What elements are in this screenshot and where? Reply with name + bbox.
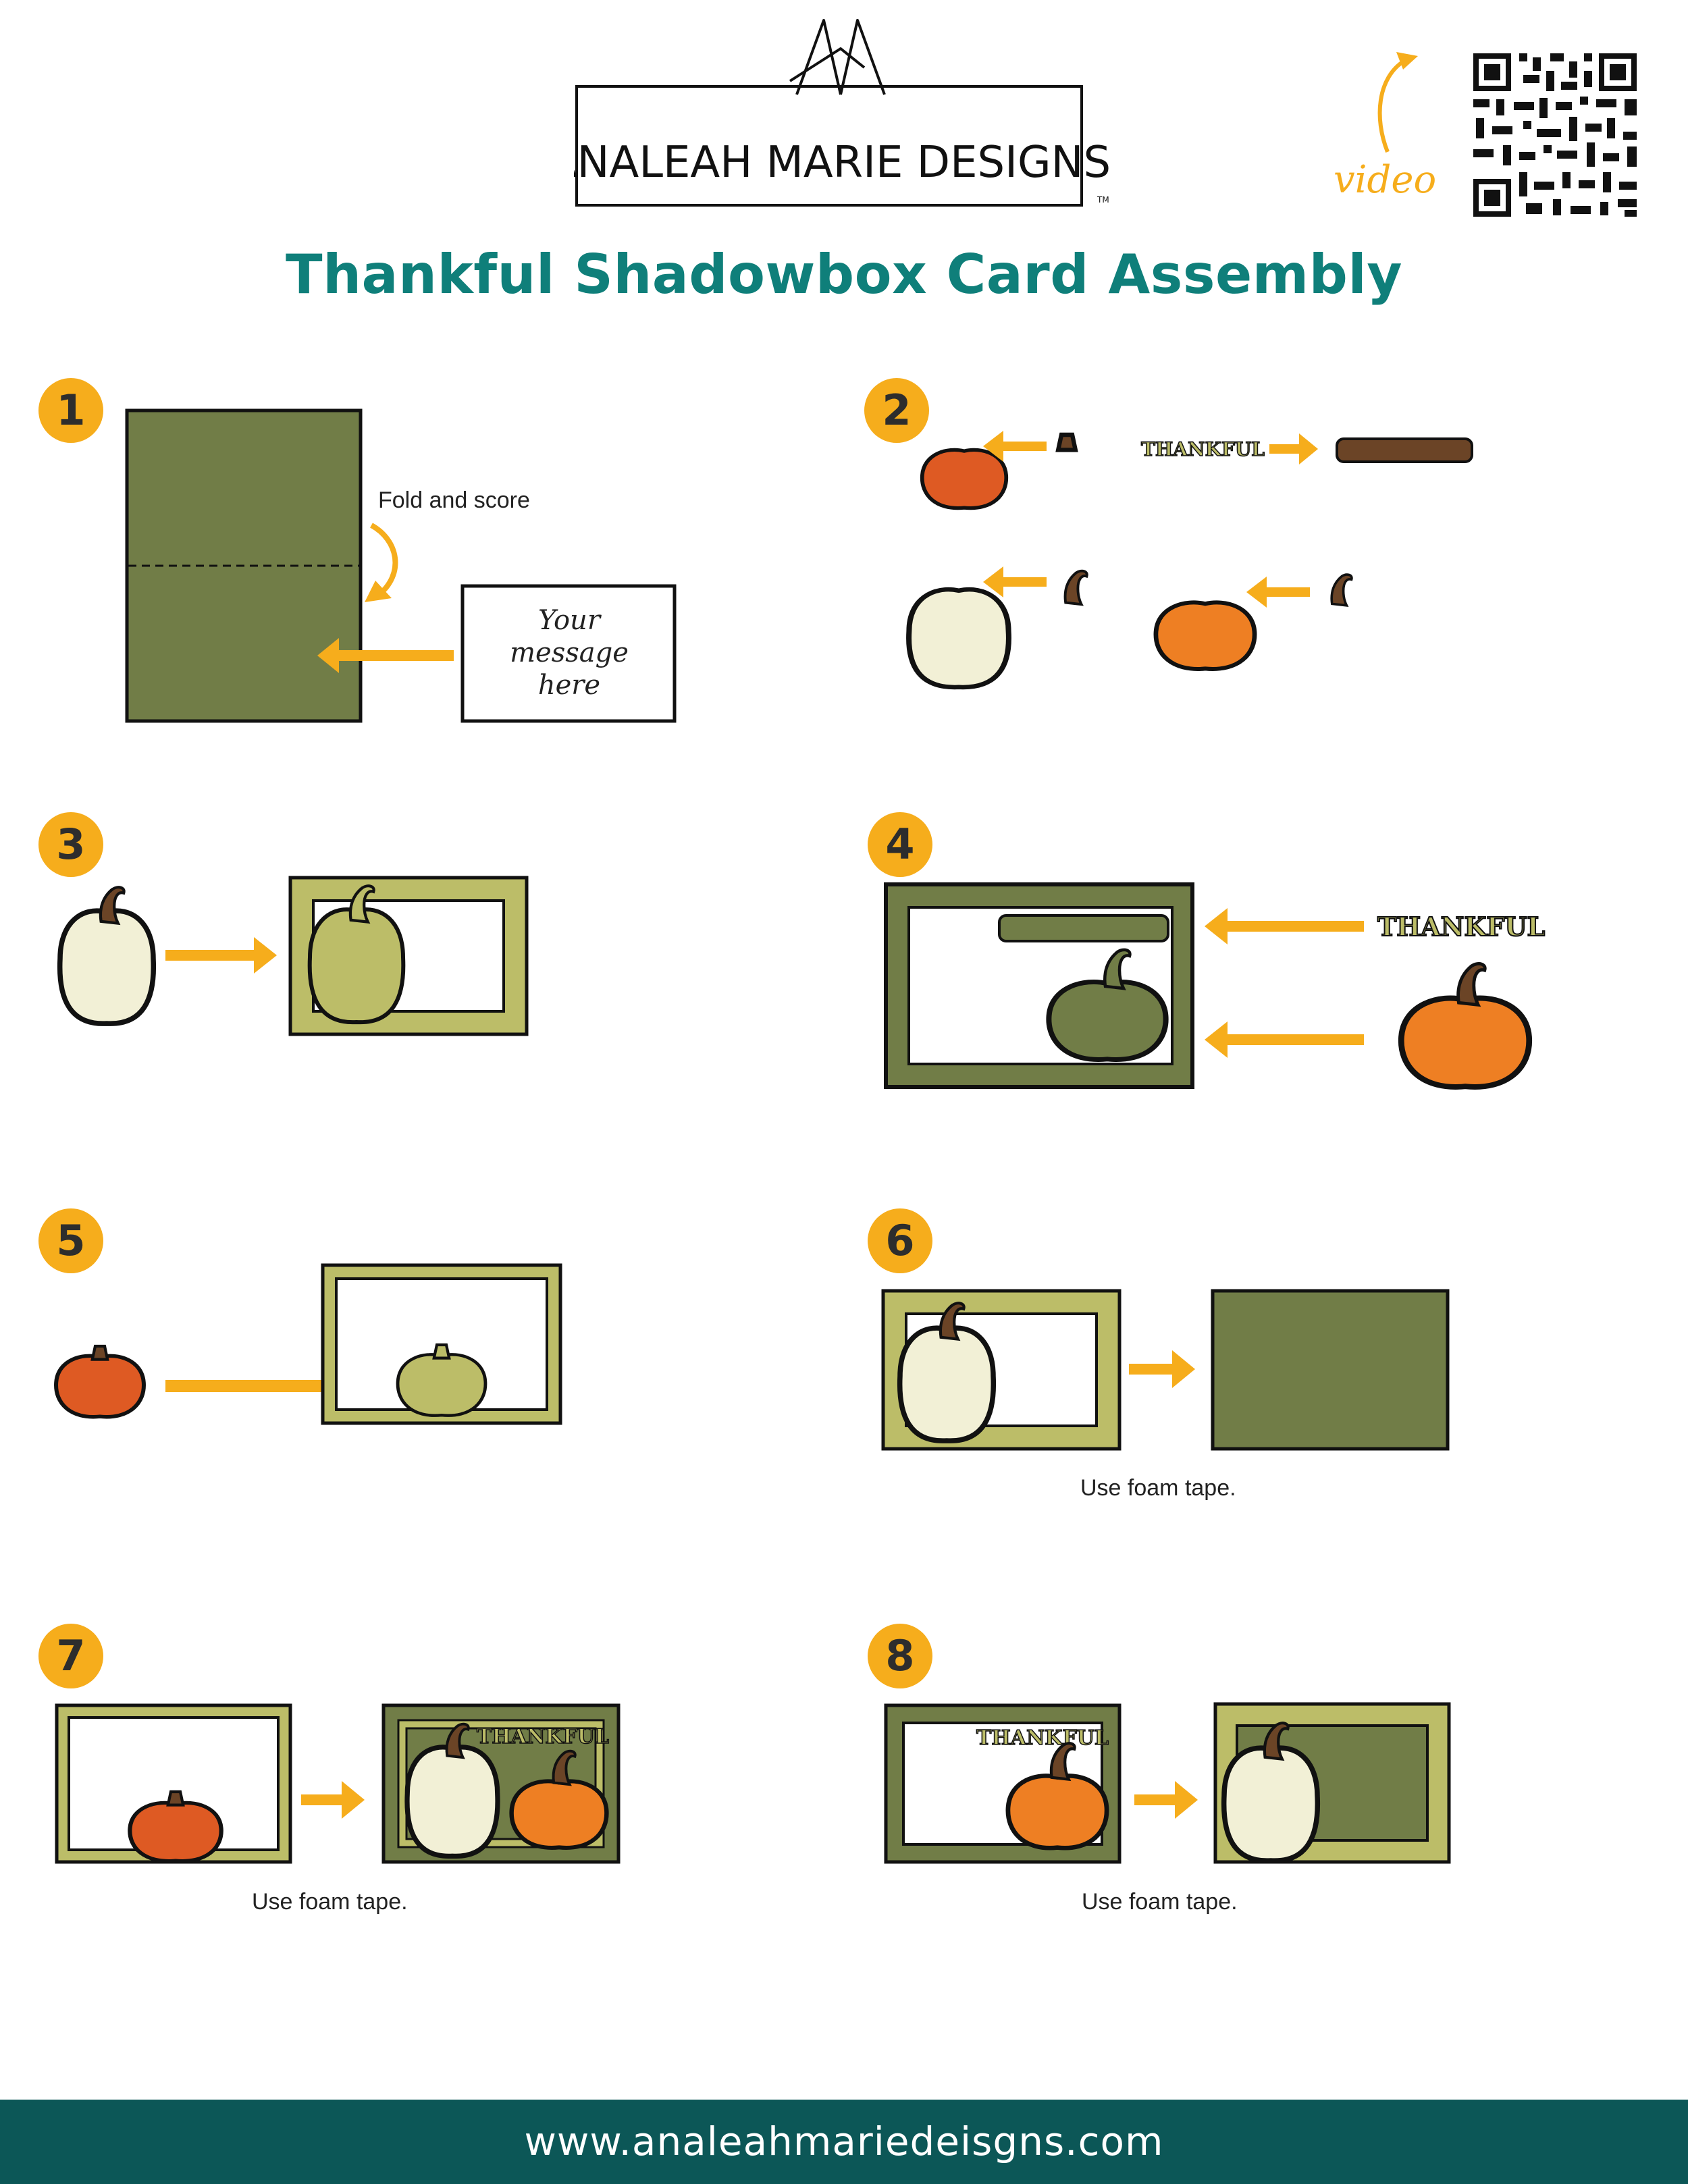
step-6-caption: Use foam tape. [1080,1475,1236,1501]
thankful-sentiment: THANKFUL [1141,438,1265,460]
step-3-diagram [54,876,529,1036]
stem-curl-1 [1063,569,1088,606]
thankful-sentiment: THANKFUL [1377,911,1545,942]
arrow-right-icon [1175,1781,1198,1819]
step-1-diagram [125,408,677,723]
arrow-left-icon [1205,908,1228,944]
step-3-badge: 3 [38,812,103,877]
card-base [1211,1289,1450,1451]
footer-website-link[interactable]: www.analeahmariedeisgns.com [524,2119,1164,2164]
pumpkin-tall-cream [909,589,1009,687]
video-qr-block[interactable]: video [1323,37,1647,240]
step-4-diagram: THANKFUL [884,882,1546,1107]
sentiment-cutout [998,914,1169,942]
step-6-badge: 6 [868,1208,932,1273]
arrow-left-icon [1205,1021,1228,1058]
thankful-sentiment: THANKFUL [976,1726,1109,1750]
arrow-left-icon [317,638,339,673]
arrow-right-icon [342,1781,365,1819]
curved-arrow-icon [1377,59,1406,153]
arrow-right-icon [1172,1350,1195,1388]
step-8-caption: Use foam tape. [1082,1889,1238,1915]
step-8-badge: 8 [868,1624,932,1688]
step-2-diagram: THANKFUL [905,431,1473,722]
logo-frame [575,85,1083,207]
arrow-right-icon [1299,433,1318,464]
pumpkin-small-red [922,450,1007,508]
arrow-right-icon [254,937,277,974]
step-2-badge: 2 [864,378,929,443]
step-8-diagram: THANKFUL [884,1702,1451,1864]
pumpkin-tall-cream [60,887,154,1023]
step-5-diagram [47,1263,562,1425]
qr-code-icon [1471,51,1639,219]
pumpkin-small-red [56,1346,144,1417]
step-6-diagram [881,1289,1450,1451]
message-line-2: message [510,637,629,668]
pumpkin-orange [1401,963,1529,1086]
step-7-diagram: THANKFUL [55,1703,621,1864]
message-line-1: Your [538,605,600,636]
step-1-badge: 1 [38,378,103,443]
curved-arrow-icon [365,581,392,602]
stem-piece-1 [1058,435,1076,450]
step-4-badge: 4 [868,812,932,877]
message-card [460,584,677,723]
step-5-badge: 5 [38,1208,103,1273]
logo-monogram-icon [795,19,886,95]
step-1-caption: Fold and score [378,487,530,513]
thankful-sentiment: THANKFUL [477,1725,609,1749]
arrow-left-icon [983,431,1003,462]
trademark: TM [1097,195,1109,205]
sentiment-shadow-layer [1336,437,1473,463]
arrow-left-icon [983,566,1003,597]
step-7-badge: 7 [38,1624,103,1688]
brand-name: ANALEAH MARIE DESIGNS [574,138,1111,188]
message-text: Your message here [463,604,675,701]
arrow-left-icon [1246,577,1267,608]
page-title: Thankful Shadowbox Card Assembly [286,243,1402,306]
stem-curl-2 [1330,573,1353,607]
brand-logo: ANALEAH MARIE DESIGNS TM [574,19,1111,207]
video-label: video [1334,158,1436,202]
footer-bar: www.analeahmariedeisgns.com [0,2100,1688,2184]
pumpkin-orange [1156,602,1255,669]
step-7-caption: Use foam tape. [252,1889,408,1915]
message-line-3: here [537,670,601,701]
